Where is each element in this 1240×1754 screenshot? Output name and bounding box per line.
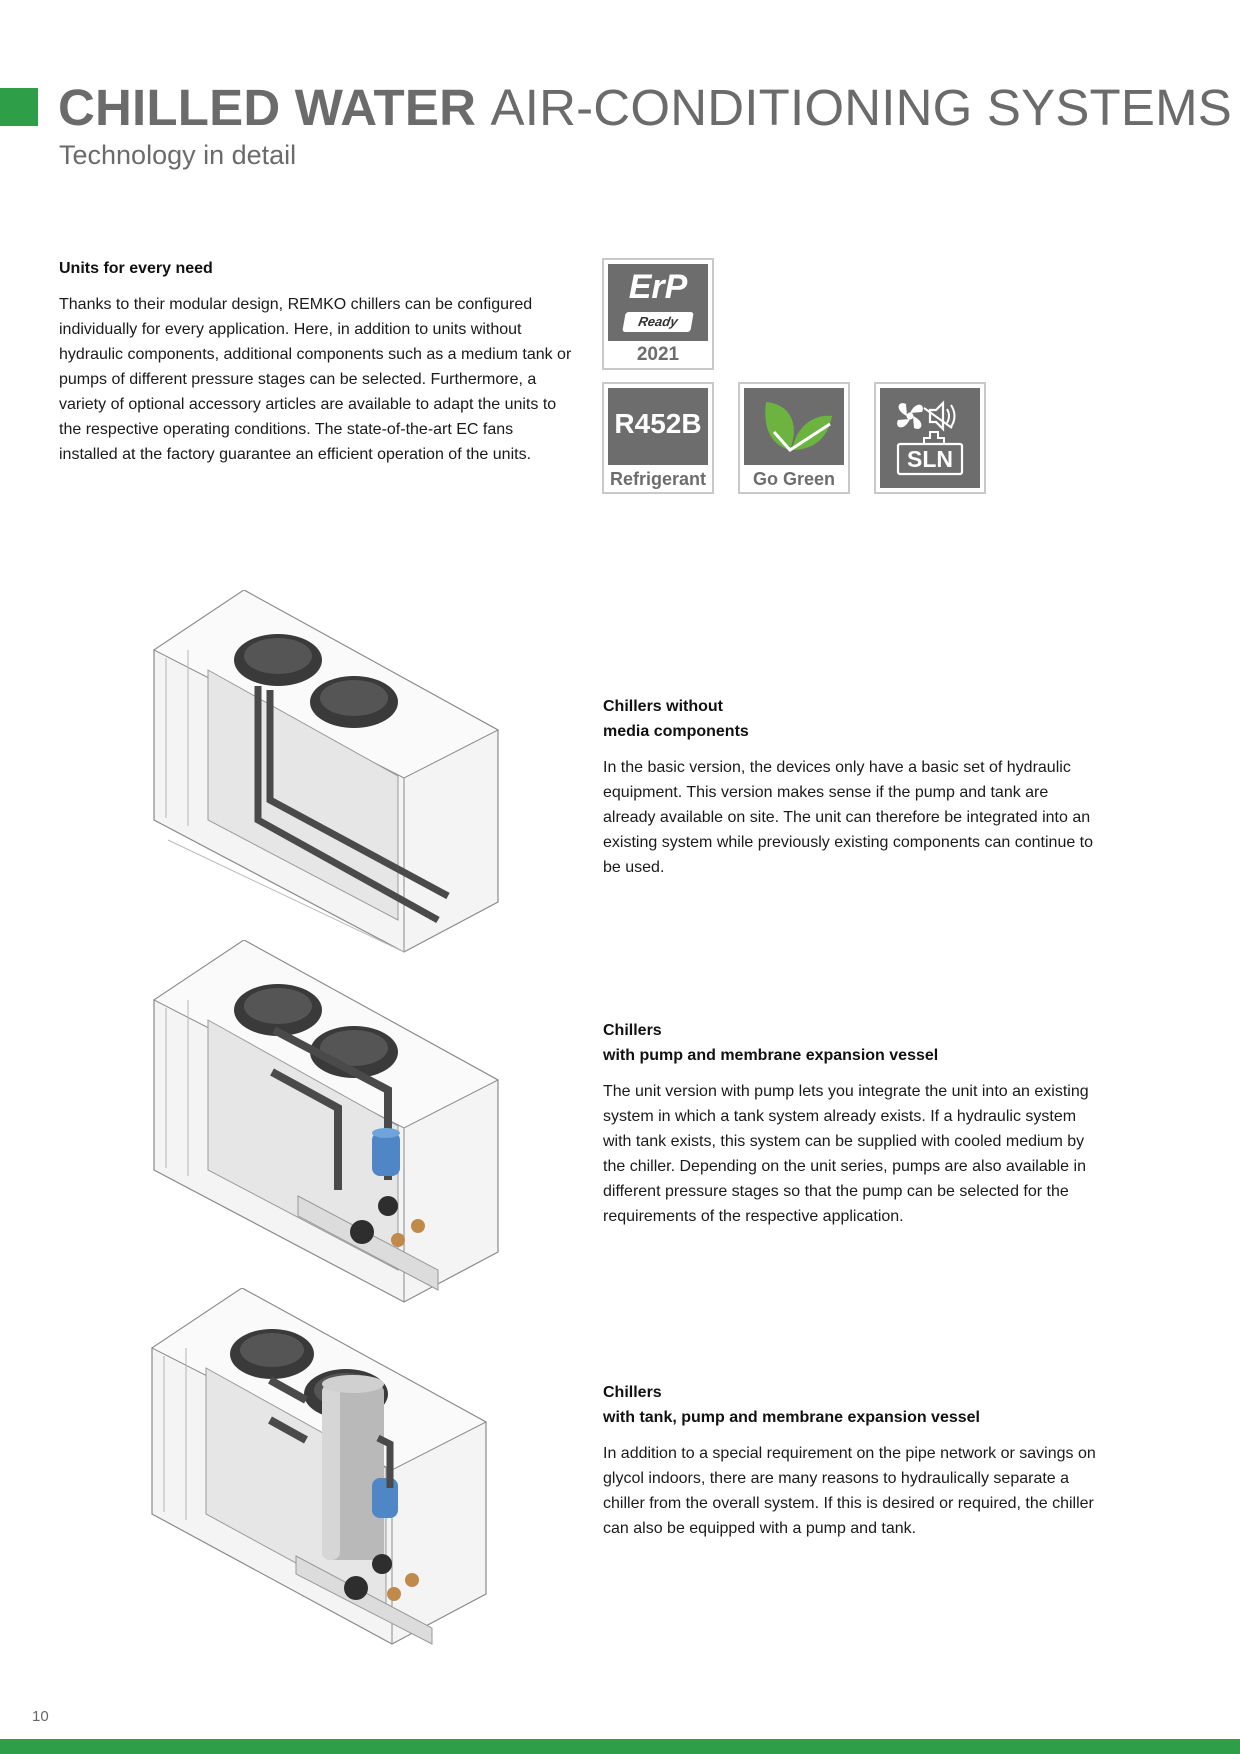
fan-speaker-icon [896,400,964,476]
sln-label: SLN [907,446,953,472]
erp-ready-badge: ErP Ready 2021 [602,258,714,370]
refrigerant-caption: Refrigerant [609,469,707,489]
footer-bar [0,1739,1240,1754]
variant-heading-line1: Chillers without [603,698,723,715]
go-green-caption: Go Green [752,469,836,489]
erp-badge-panel: ErP Ready [608,264,708,341]
sln-badge: SLN [874,382,986,494]
page-title-light: AIR-CONDITIONING SYSTEMS [490,79,1233,136]
variant-heading: Chillers with tank, pump and membrane exp… [603,1380,1103,1430]
variant-text: In the basic version, the devices only h… [603,759,1094,876]
intro-section: Units for every need Thanks to their mod… [59,256,574,467]
intro-text: Thanks to their modular design, REMKO ch… [59,296,572,463]
variant-text: In addition to a special requirement on … [603,1445,1096,1537]
go-green-badge: Go Green [738,382,850,494]
variant-heading-line2: with tank, pump and membrane expansion v… [603,1409,980,1426]
refrigerant-code: R452B [614,408,702,439]
go-green-badge-panel [744,388,844,465]
accent-square [0,88,38,126]
variant-heading: Chillers without media components [603,694,1103,744]
variant-heading-line2: media components [603,723,749,740]
chiller-basic-illustration [153,590,500,953]
variant-pump: Chillers with pump and membrane expansion… [603,1018,1103,1229]
page-title-bold: CHILLED WATER [58,79,477,136]
sln-badge-panel: SLN [880,388,980,488]
intro-heading: Units for every need [59,260,213,277]
page-subtitle: Technology in detail [59,140,297,170]
refrigerant-badge-panel: R452B [608,388,708,465]
erp-year: 2021 [636,344,680,365]
variant-tank-pump: Chillers with tank, pump and membrane exp… [603,1380,1103,1541]
refrigerant-badge: R452B Refrigerant [602,382,714,494]
variant-heading: Chillers with pump and membrane expansion… [603,1018,1103,1068]
variant-basic: Chillers without media components In the … [603,694,1103,880]
variant-heading-line1: Chillers [603,1022,662,1039]
erp-word: ErP [628,268,688,306]
erp-ready-label: Ready [622,312,694,332]
variant-heading-line2: with pump and membrane expansion vessel [603,1047,939,1064]
page-number: 10 [32,1708,49,1725]
leaf-check-icon [765,402,832,452]
variant-text: The unit version with pump lets you inte… [603,1083,1089,1225]
chiller-tank-pump-illustration [151,1288,488,1645]
page-title: CHILLED WATER AIR-CONDITIONING SYSTEMS [58,78,1232,138]
chiller-pump-illustration [153,940,500,1303]
variant-heading-line1: Chillers [603,1384,662,1401]
